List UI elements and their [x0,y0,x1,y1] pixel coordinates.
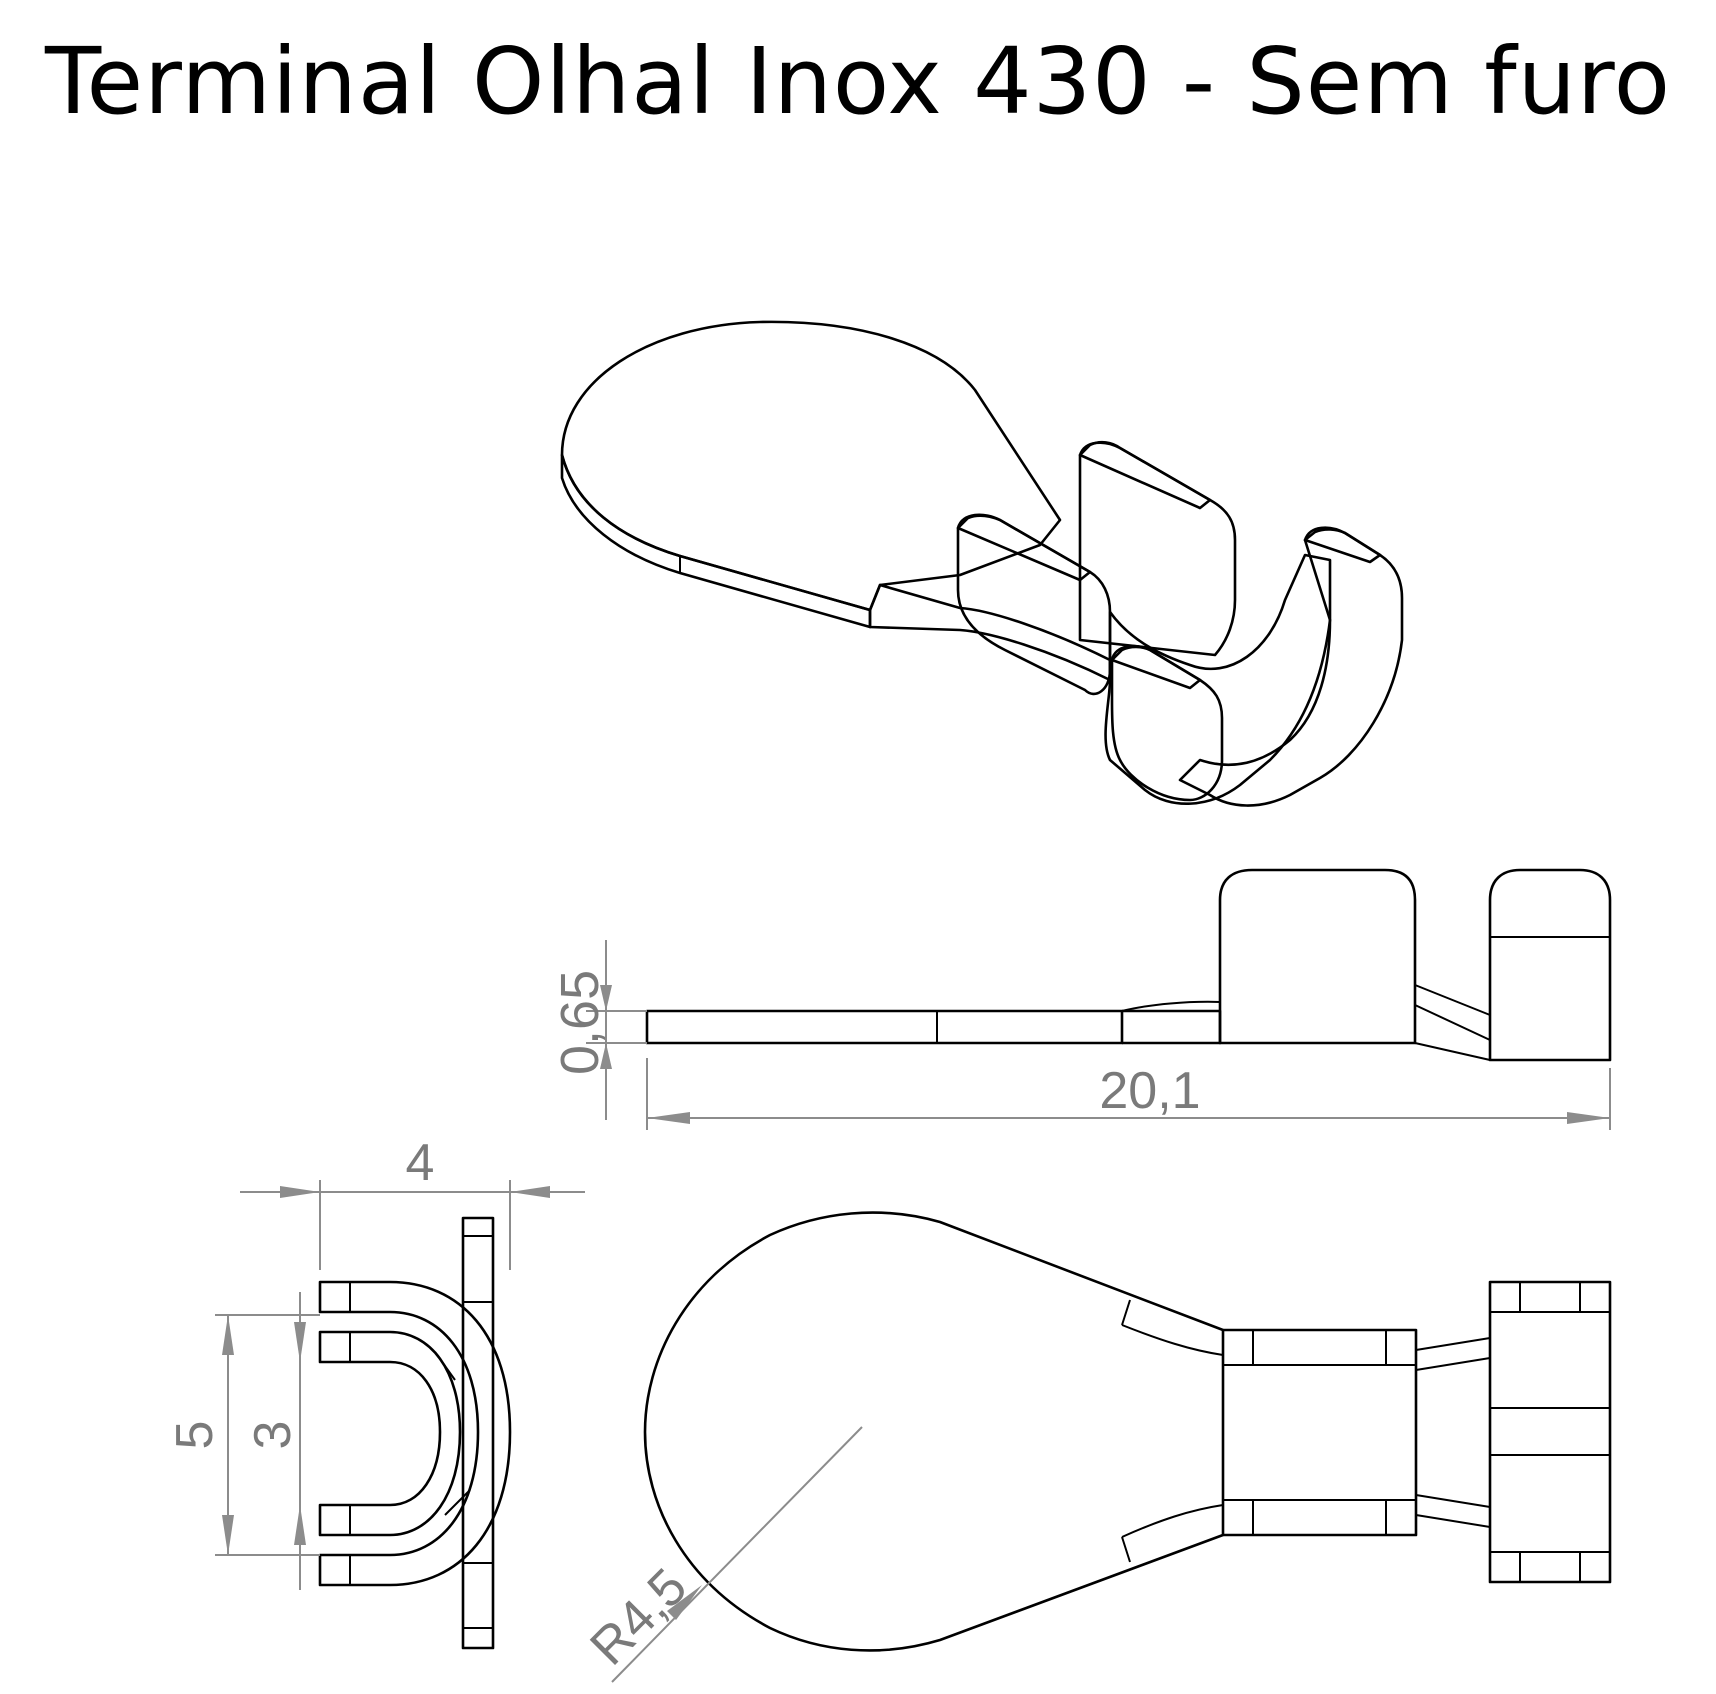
top-rear-grip [1488,1280,1612,1584]
side-flag [645,1009,1124,1045]
side-view [645,868,1612,1062]
neck-edge [868,583,1112,682]
flag-top-face [560,320,1062,612]
grip-back [1078,441,1237,657]
side-front-grip [1218,868,1417,1045]
isometric-view [560,320,1404,807]
end-view [318,1216,512,1650]
drawing-title: Terminal Olhal Inox 430 - Sem furo [44,28,1672,135]
length-label: 20,1 [1099,1062,1200,1120]
side-rear-grip [1488,868,1612,1062]
inner-height-label: 3 [244,1421,302,1450]
radius-dimension: R4,5 [579,1426,863,1683]
thickness-dimension: 0,65 [550,940,647,1120]
top-front-grip [1221,1328,1418,1537]
length-dimension: 20,1 [646,1058,1611,1130]
width-dimension: 4 [240,1134,585,1270]
barrel-u [1104,553,1332,806]
end-inner-u [318,1330,462,1537]
end-outer-u [318,1280,512,1587]
top-flag-outline [643,1211,1224,1652]
top-view [643,1211,1612,1652]
width-label: 4 [406,1134,435,1192]
outer-height-label: 5 [166,1421,224,1450]
radius-label: R4,5 [579,1558,698,1677]
grip-front-left [956,513,1112,696]
grip-right [1178,526,1404,807]
height-dimensions: 5 3 [166,1292,320,1590]
flag-edge [560,453,872,629]
thickness-label: 0,65 [550,970,610,1075]
